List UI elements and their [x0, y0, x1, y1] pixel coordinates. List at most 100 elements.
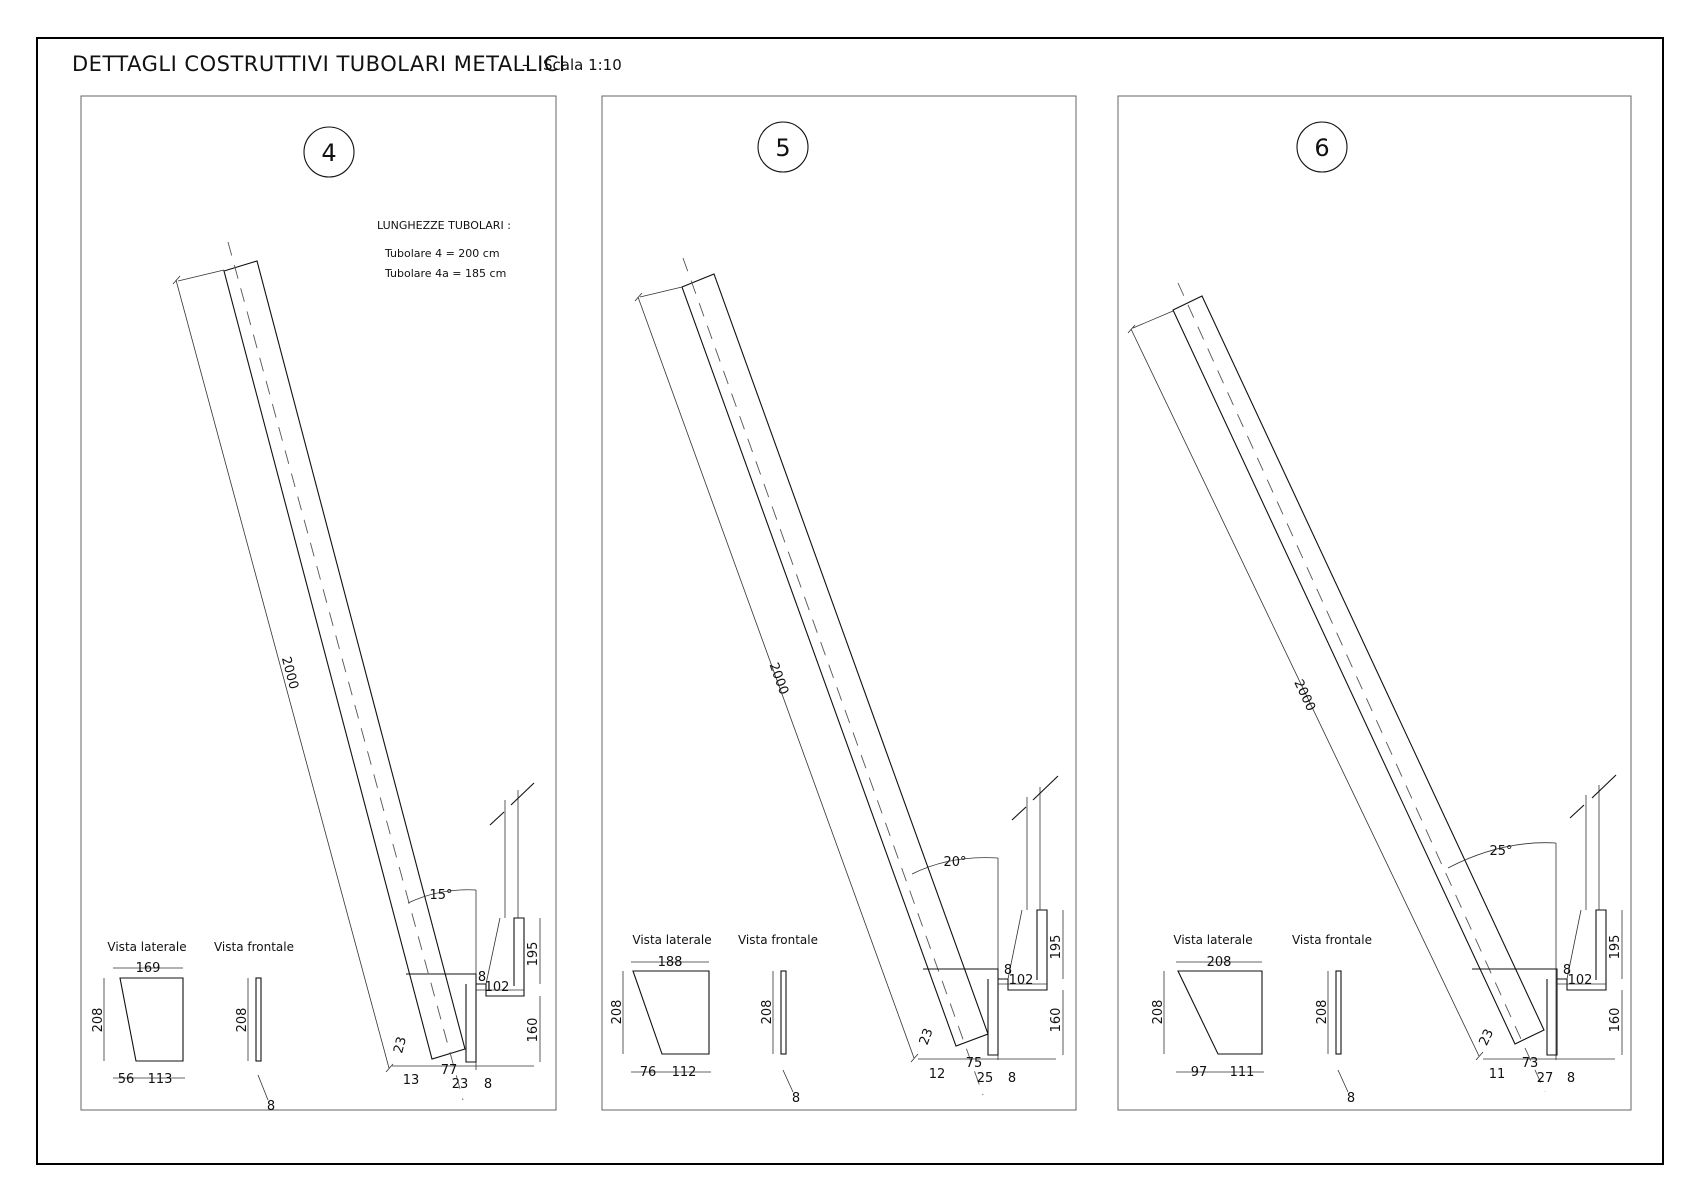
length-extension	[1132, 310, 1174, 329]
panel-4: 4 LUNGHEZZE TUBOLARI : Tubolare 4 = 200 …	[80, 95, 557, 1114]
panel-5: 5 2000 20° 195 160 102 8 2	[601, 95, 1077, 1111]
tube-outline	[223, 260, 466, 1060]
side-top: 208	[1207, 955, 1232, 970]
dim-160: 160	[1608, 1008, 1623, 1033]
side-top: 188	[658, 955, 683, 970]
dim-77: 75	[966, 1056, 983, 1071]
side-bottom-left: 97	[1191, 1065, 1208, 1080]
tube-drawing: 2000 15° 195 160 102 8 23 13 77 23 8	[172, 241, 541, 1101]
panel-frame	[80, 95, 557, 1111]
break-mark-1	[1569, 804, 1585, 819]
side-view: Vista laterale 188 208 76 112	[610, 933, 712, 1080]
length-tick-bottom	[1475, 1051, 1484, 1061]
length-dimension-line	[637, 296, 915, 1059]
panel-number: 6	[1314, 134, 1329, 162]
side-view-label: Vista laterale	[1173, 933, 1252, 947]
front-thickness: 8	[792, 1091, 800, 1106]
dim-13: 13	[403, 1073, 420, 1088]
base-plate	[923, 968, 999, 1056]
break-mark-2	[1032, 775, 1059, 801]
scale-separator: –	[522, 55, 530, 74]
bracket-slope	[485, 917, 501, 985]
side-view-label: Vista laterale	[107, 940, 186, 954]
base-plate	[1472, 968, 1558, 1056]
bracket-slope	[1007, 909, 1023, 980]
tube-centerline	[682, 257, 984, 1096]
note-line-1: Tubolare 4 = 200 cm	[384, 247, 500, 260]
panel-frame	[1117, 95, 1632, 1111]
dim-8-bottom: 8	[484, 1077, 492, 1092]
angle-arc	[407, 889, 477, 904]
dim-8-top: 8	[1563, 963, 1571, 978]
front-view-label: Vista frontale	[1292, 933, 1372, 947]
side-bottom-left: 56	[118, 1072, 135, 1087]
dim-23-bottom: 23	[452, 1077, 469, 1092]
front-thickness: 8	[267, 1099, 275, 1114]
length-note: LUNGHEZZE TUBOLARI : Tubolare 4 = 200 cm…	[377, 219, 511, 280]
tube-centerline	[227, 241, 464, 1101]
dim-195: 195	[1049, 935, 1064, 960]
front-view-label: Vista frontale	[214, 940, 294, 954]
tube-outline	[681, 273, 989, 1047]
front-shape	[780, 970, 787, 1055]
front-view: Vista frontale 208 8	[1292, 933, 1372, 1106]
side-bottom-right: 111	[1230, 1065, 1255, 1080]
front-thickness-leader	[1337, 1069, 1349, 1093]
panel-number-circle	[1296, 121, 1348, 173]
length-extension	[639, 286, 683, 298]
scale-label: Scala 1:10	[543, 56, 622, 74]
panel-number-circle	[757, 121, 809, 173]
angle-label: 25°	[1489, 844, 1512, 859]
side-top: 169	[136, 961, 161, 976]
tube-centerline	[1177, 282, 1546, 1093]
bracket-slope	[1566, 909, 1582, 980]
length-tick-top	[634, 292, 643, 302]
length-label: 2000	[1290, 677, 1318, 713]
side-view: Vista laterale 208 208 97 111	[1151, 933, 1264, 1080]
panel-number-circle	[303, 126, 355, 178]
dim-23-bottom: 27	[1537, 1071, 1554, 1086]
dim-195: 195	[1608, 935, 1623, 960]
front-thickness-leader	[257, 1074, 269, 1101]
dim-23-diag: 23	[1477, 1027, 1498, 1048]
tube-drawing: 2000 20° 195 160 102 8 23 12 75 25 8	[634, 257, 1064, 1096]
length-tick-top	[1127, 324, 1136, 334]
angle-arc	[911, 857, 999, 875]
dim-102: 102	[1009, 973, 1034, 988]
angle-arc	[1447, 842, 1557, 869]
sheet-title: DETTAGLI COSTRUTTIVI TUBOLARI METALLICI	[72, 52, 566, 76]
length-tick-bottom	[385, 1063, 394, 1073]
note-line-2: Tubolare 4a = 185 cm	[384, 267, 506, 280]
panel-number: 4	[321, 139, 336, 167]
side-shape	[632, 970, 710, 1055]
angle-label: 15°	[429, 888, 452, 903]
side-shape	[1177, 970, 1263, 1055]
side-view-label: Vista laterale	[632, 933, 711, 947]
dim-77: 73	[1522, 1056, 1539, 1071]
side-bottom-left: 76	[640, 1065, 657, 1080]
length-tick-bottom	[910, 1053, 919, 1063]
dim-160: 160	[526, 1018, 541, 1043]
dim-102: 102	[1568, 973, 1593, 988]
length-tick-top	[172, 275, 181, 285]
break-mark-1	[1011, 806, 1027, 821]
front-thickness: 8	[1347, 1091, 1355, 1106]
panel-6: 6 2000 25° 195 160 102 8 2	[1117, 95, 1632, 1111]
length-dimension-line	[1130, 328, 1480, 1057]
dim-160: 160	[1049, 1008, 1064, 1033]
dim-23-diag: 23	[917, 1026, 937, 1047]
dim-13: 11	[1489, 1067, 1506, 1082]
angle-label: 20°	[943, 855, 966, 870]
front-height: 208	[235, 1008, 250, 1033]
break-mark-1	[489, 811, 505, 826]
side-bottom-right: 113	[148, 1072, 173, 1087]
dim-102: 102	[485, 980, 510, 995]
note-heading: LUNGHEZZE TUBOLARI :	[377, 219, 511, 232]
break-mark-2	[510, 782, 535, 806]
dim-77: 77	[441, 1063, 458, 1078]
front-shape	[1335, 970, 1342, 1055]
side-height: 208	[610, 1000, 625, 1025]
front-thickness-leader	[782, 1069, 794, 1093]
side-shape	[119, 977, 184, 1062]
